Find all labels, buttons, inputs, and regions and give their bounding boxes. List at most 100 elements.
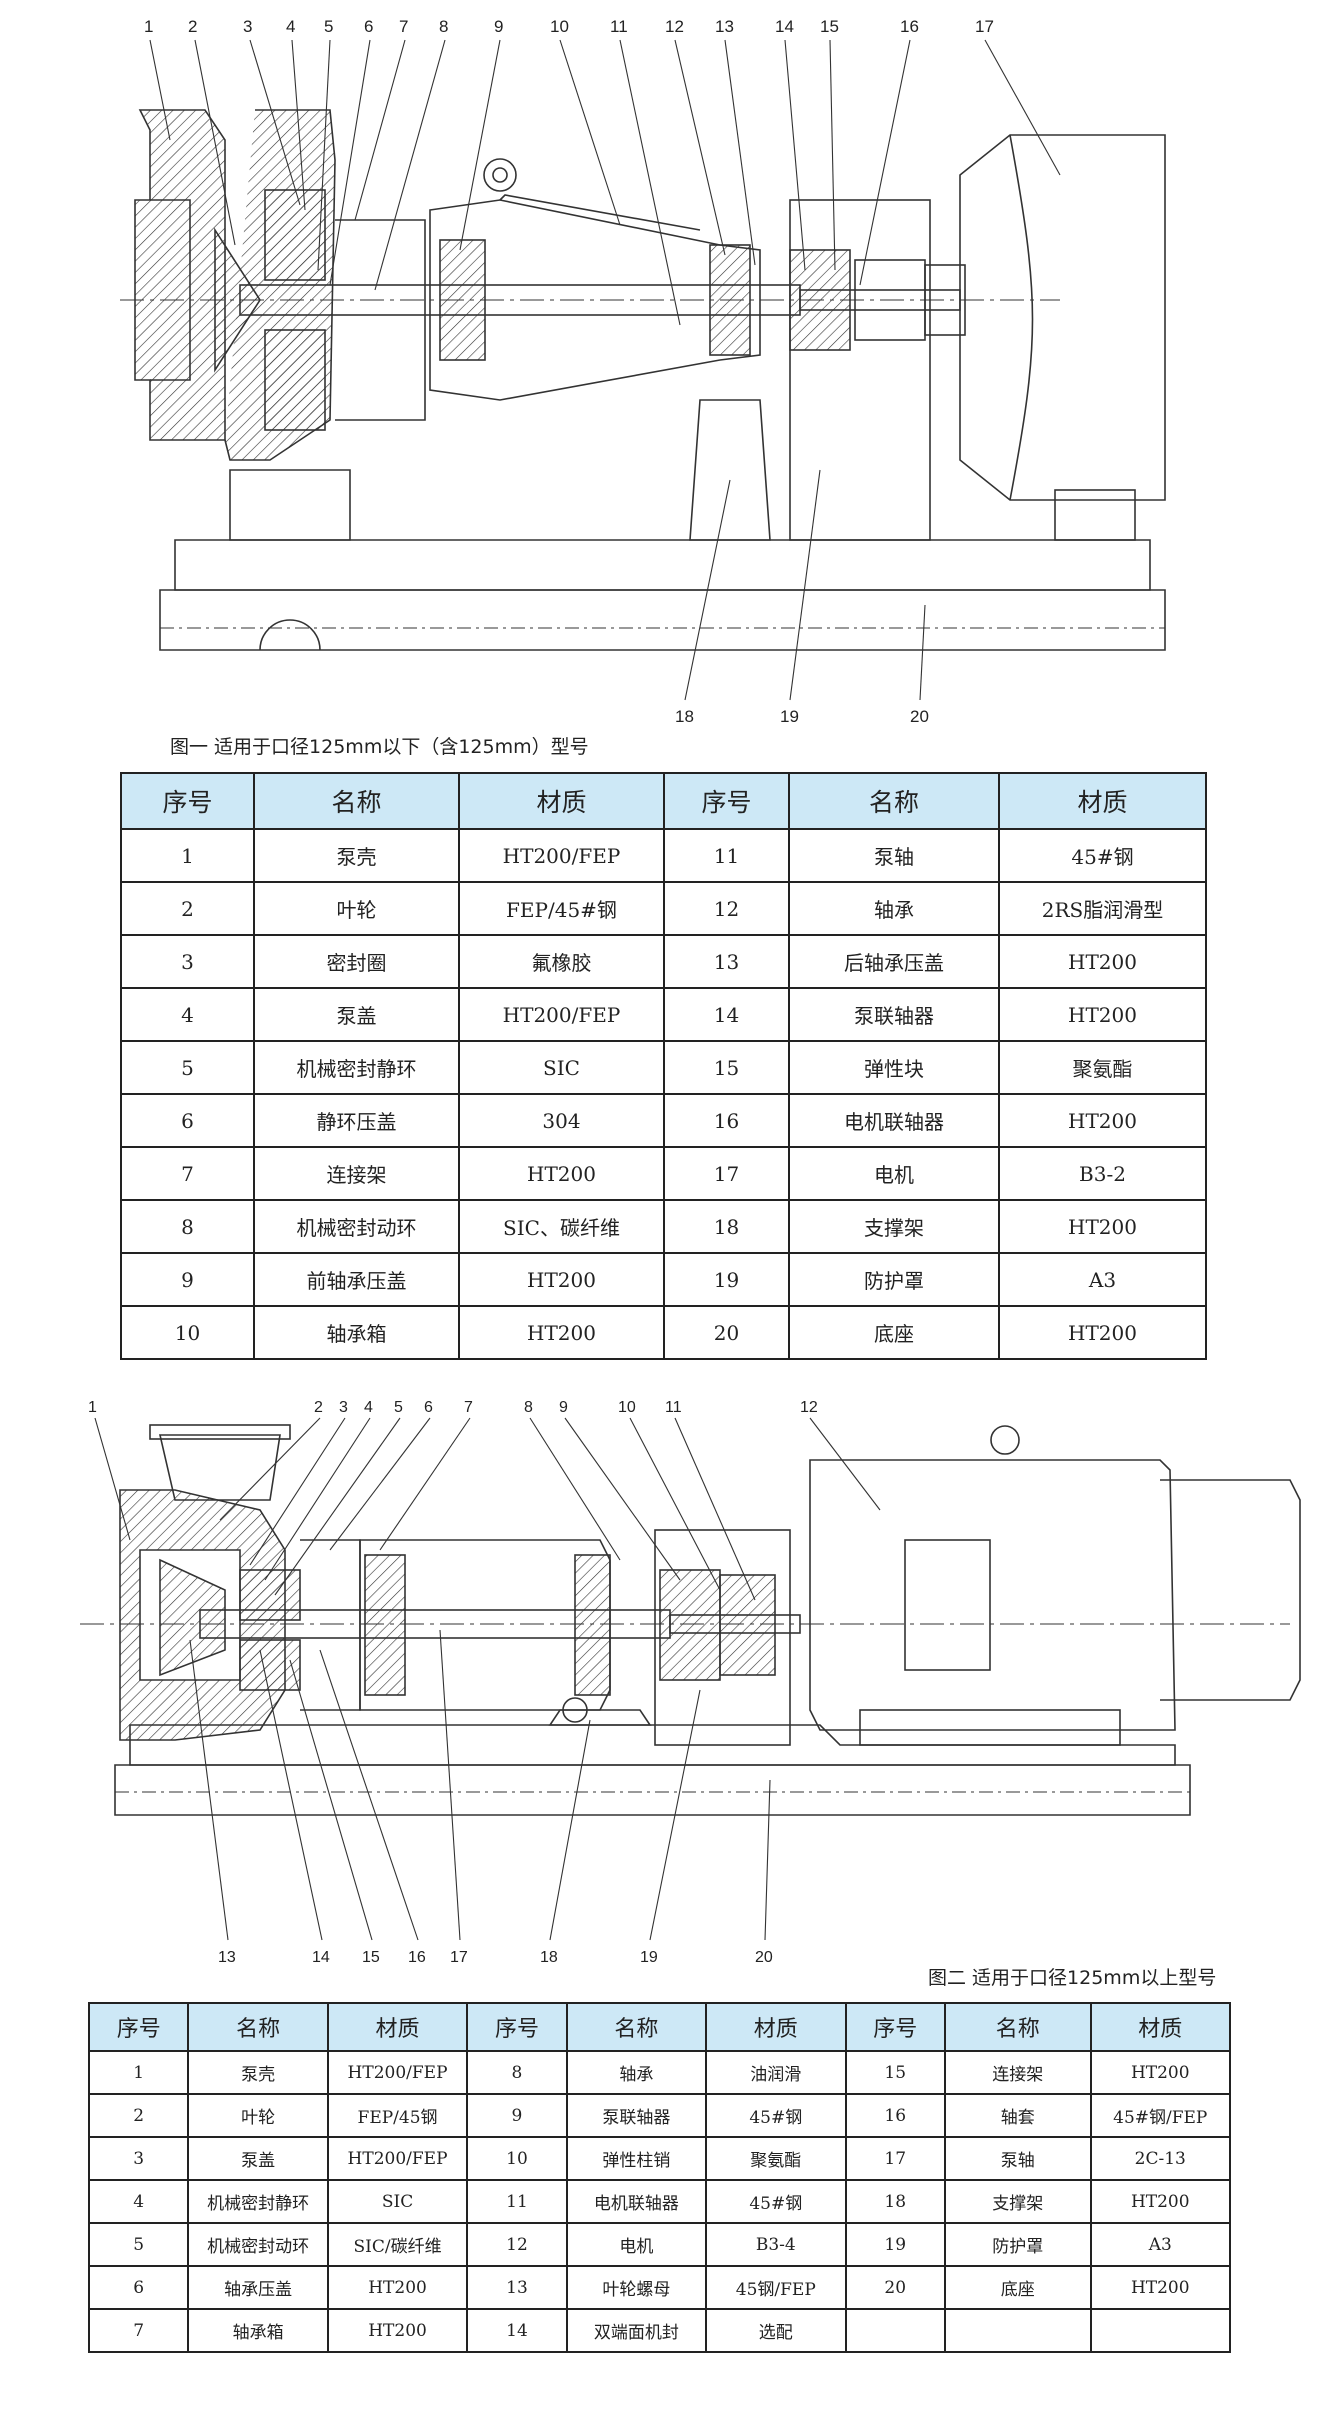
table-cell: 聚氨酯 [998,1040,1207,1095]
callout-8: 8 [439,17,448,36]
col-header: 序号 [663,772,790,830]
table-cell: HT200 [326,2265,469,2310]
col-header: 序号 [120,772,255,830]
callout-1: 1 [88,1399,97,1416]
callout-18: 18 [540,1949,558,1966]
table-cell: 15 [663,1040,790,1095]
table-cell: 泵壳 [187,2050,329,2095]
table-cell: 轴承箱 [253,1305,460,1360]
table-cell [1089,2308,1231,2353]
col-header: 序号 [466,2002,568,2052]
table-cell: 泵轴 [788,828,1000,883]
table-cell: 双端面机封 [565,2308,708,2353]
callout-16: 16 [900,17,919,36]
table-cell: 氟橡胶 [458,934,665,989]
table-cell: HT200 [458,1252,665,1307]
table-cell: 16 [844,2093,946,2138]
callout-17: 17 [450,1949,468,1966]
table-cell: 4 [87,2179,190,2224]
callout-2: 2 [188,17,197,36]
table-cell [844,2308,946,2353]
table-cell: 17 [663,1146,790,1201]
table-cell: 5 [120,1040,255,1095]
table-cell: 20 [663,1305,790,1360]
table-cell: A3 [998,1252,1207,1307]
callout-6: 6 [364,17,373,36]
callout-17: 17 [975,17,994,36]
table-cell: SIC/碳纤维 [326,2222,469,2267]
table-cell: 泵轴 [943,2136,1092,2181]
table-cell: 45#钢 [705,2179,847,2224]
table-cell: 电机联轴器 [565,2179,708,2224]
table-cell: 后轴承压盖 [788,934,1000,989]
table-cell: 轴承 [788,881,1000,936]
table-cell: 轴套 [943,2093,1092,2138]
table-cell: B3-4 [705,2222,847,2267]
table-cell: 油润滑 [705,2050,847,2095]
table-cell: HT200 [998,1093,1207,1148]
col-header: 名称 [187,2002,329,2052]
table-cell: 支撑架 [943,2179,1092,2224]
callout-1: 1 [144,17,153,36]
callout-4: 4 [286,17,295,36]
table-cell: HT200/FEP [458,987,665,1042]
callout-7: 7 [464,1399,473,1416]
table-cell: 弹性柱销 [565,2136,708,2181]
table-cell: 45#钢 [705,2093,847,2138]
callout-19: 19 [640,1949,658,1966]
table-cell: 45#钢/FEP [1089,2093,1231,2138]
callout-14: 14 [312,1949,330,1966]
table-cell: 连接架 [943,2050,1092,2095]
table-cell: 静环压盖 [253,1093,460,1148]
table-cell: 5 [87,2222,190,2267]
table-cell: 9 [466,2093,568,2138]
table-cell: 连接架 [253,1146,460,1201]
table-cell: HT200 [998,1305,1207,1360]
table-cell: 机械密封静环 [187,2179,329,2224]
callout-15: 15 [820,17,839,36]
callout-5: 5 [324,17,333,36]
table-cell: SIC [326,2179,469,2224]
pump-section-drawing-1: 1 2 3 4 5 6 7 8 9 10 11 12 13 14 15 16 1… [120,17,1166,726]
table-cell: 密封圈 [253,934,460,989]
table-cell: 防护罩 [943,2222,1092,2267]
table-cell: 机械密封静环 [253,1040,460,1095]
table-cell: 轴承箱 [187,2308,329,2353]
table-cell: HT200 [998,934,1207,989]
callout-20: 20 [755,1949,773,1966]
table-cell: 机械密封动环 [253,1199,460,1254]
table-cell: 2 [87,2093,190,2138]
table-cell: 泵联轴器 [788,987,1000,1042]
table-cell: 聚氨酯 [705,2136,847,2181]
table-cell [943,2308,1092,2353]
table-cell: 1 [120,828,255,883]
table-cell: 304 [458,1093,665,1148]
callout-11: 11 [665,1399,682,1416]
col-header: 序号 [87,2002,190,2052]
table-cell: HT200 [458,1146,665,1201]
table-cell: HT200/FEP [326,2136,469,2181]
callout-19: 19 [780,707,799,726]
table-cell: 轴承压盖 [187,2265,329,2310]
table-cell: 10 [120,1305,255,1360]
table-cell: 泵壳 [253,828,460,883]
table-cell: 防护罩 [788,1252,1000,1307]
table-cell: HT200/FEP [326,2050,469,2095]
table-cell: HT200 [1089,2179,1231,2224]
callout-14: 14 [775,17,794,36]
col-header: 材质 [326,2002,469,2052]
table-cell: 电机联轴器 [788,1093,1000,1148]
callout-3: 3 [243,17,252,36]
callout-11: 11 [610,17,628,36]
table-cell: 15 [844,2050,946,2095]
table-cell: 6 [87,2265,190,2310]
